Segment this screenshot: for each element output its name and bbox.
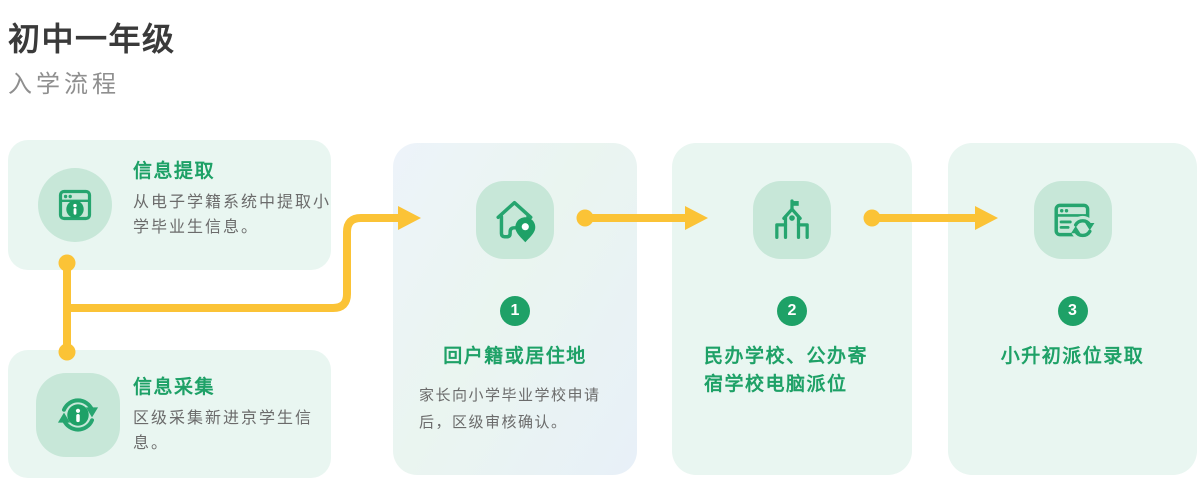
step-number-badge: 1: [500, 296, 530, 326]
school-building-icon: [753, 181, 831, 259]
page-subtitle: 入学流程: [8, 71, 120, 98]
source-card-info-collection: 信息采集 区级采集新进京学生信息。: [8, 350, 331, 478]
step-title: 民办学校、公办寄宿学校电脑派位: [704, 346, 869, 395]
sync-info-icon: [36, 373, 120, 457]
source-card-title: 信息提取: [133, 161, 216, 182]
step-card-1: 1 回户籍或居住地 家长向小学毕业学校申请后，区级审核确认。: [393, 143, 637, 475]
house-location-icon: [476, 181, 554, 259]
source-card-description: 区级采集新进京学生信息。: [133, 410, 314, 452]
step-number-badge: 2: [777, 296, 807, 326]
step-title: 小升初派位录取: [1000, 346, 1145, 367]
step-number-badge: 3: [1057, 296, 1088, 326]
step-title: 回户籍或居住地: [443, 346, 587, 367]
source-card-info-extraction: 信息提取 从电子学籍系统中提取小学毕业生信息。: [8, 140, 331, 270]
step-card-2: 2 民办学校、公办寄宿学校电脑派位: [672, 143, 912, 475]
step-card-3: 3 小升初派位录取: [948, 143, 1197, 475]
step-description: 家长向小学毕业学校申请后，区级审核确认。: [419, 387, 601, 431]
page-title: 初中一年级: [8, 21, 176, 57]
source-card-description: 从电子学籍系统中提取小学毕业生信息。: [133, 194, 332, 236]
source-card-title: 信息采集: [133, 377, 216, 398]
browser-sync-icon: [1033, 181, 1112, 259]
browser-info-icon: [38, 168, 112, 242]
